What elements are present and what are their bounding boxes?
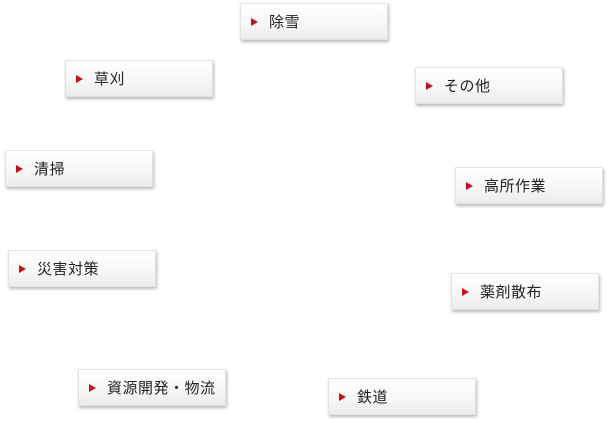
category-button-resource-logistics[interactable]: 資源開発・物流 xyxy=(78,369,226,406)
triangle-right-icon xyxy=(16,164,23,173)
triangle-right-icon xyxy=(19,264,26,273)
category-label: 高所作業 xyxy=(484,177,547,195)
category-label: 資源開発・物流 xyxy=(107,379,216,397)
category-label: 薬剤散布 xyxy=(480,283,543,301)
triangle-right-icon xyxy=(466,181,473,190)
category-button-disaster[interactable]: 災害対策 xyxy=(8,250,156,287)
category-label: 草刈 xyxy=(94,70,126,88)
triangle-right-icon xyxy=(426,81,433,90)
triangle-right-icon xyxy=(251,17,258,26)
category-button-mowing[interactable]: 草刈 xyxy=(65,60,213,97)
category-button-railway[interactable]: 鉄道 xyxy=(328,378,476,415)
triangle-right-icon xyxy=(89,383,96,392)
triangle-right-icon xyxy=(462,287,469,296)
category-label: 清掃 xyxy=(34,160,66,178)
category-button-snow[interactable]: 除雪 xyxy=(240,3,388,40)
category-button-cleaning[interactable]: 清掃 xyxy=(5,150,153,187)
category-button-aerial-work[interactable]: 高所作業 xyxy=(455,167,603,204)
category-label: その他 xyxy=(444,77,491,95)
category-label: 除雪 xyxy=(269,13,301,31)
category-label: 災害対策 xyxy=(37,260,100,278)
category-button-other[interactable]: その他 xyxy=(415,67,563,104)
triangle-right-icon xyxy=(76,74,83,83)
category-label: 鉄道 xyxy=(357,388,389,406)
triangle-right-icon xyxy=(339,392,346,401)
category-button-spraying[interactable]: 薬剤散布 xyxy=(451,273,599,310)
